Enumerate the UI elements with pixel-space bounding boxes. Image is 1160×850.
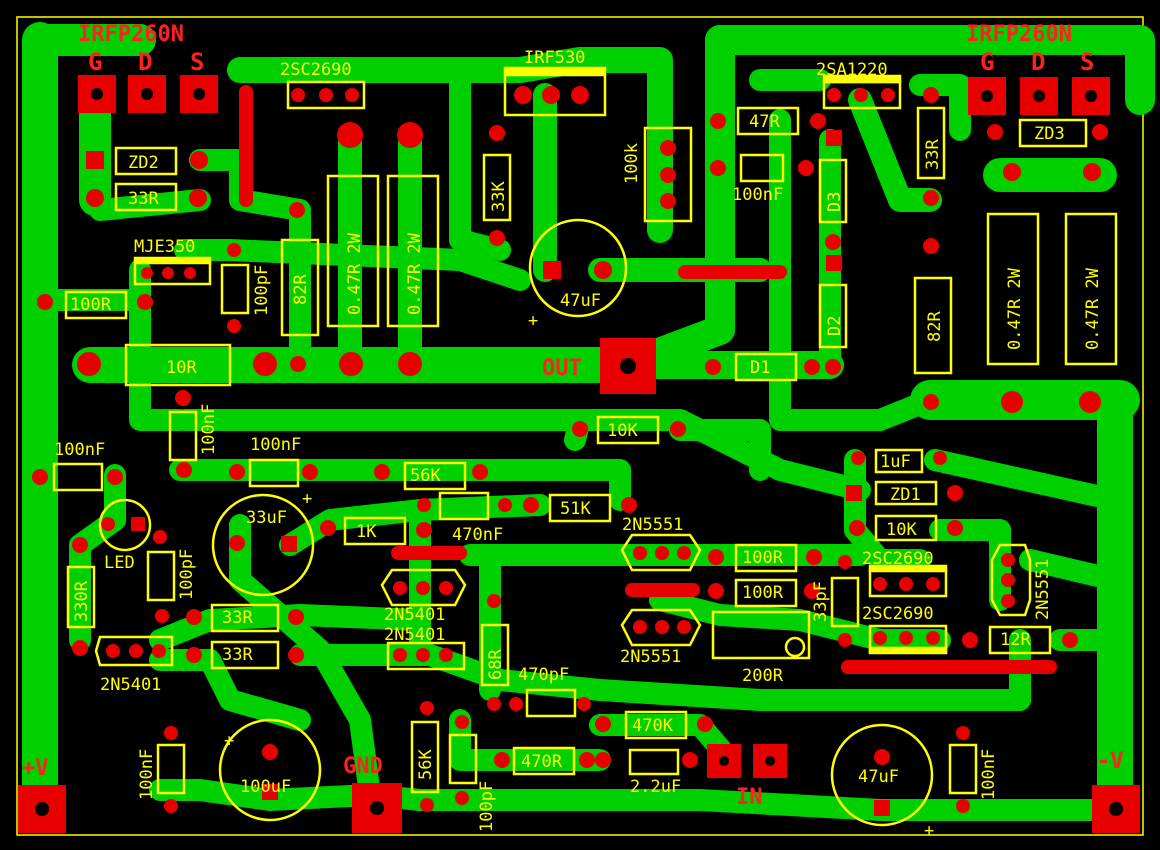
label-zd1: ZD1 <box>890 485 921 505</box>
label-51k: 51K <box>560 499 591 519</box>
label-33r-d: 33R <box>222 645 253 665</box>
label-47uf-top: 47uF <box>560 291 601 311</box>
label-33uf: 33uF <box>246 508 287 528</box>
label-12r: 12R <box>1000 630 1031 650</box>
pin-s-right: S <box>1080 48 1094 76</box>
label-2n5551-c: 2N5551 <box>1033 559 1053 620</box>
vminus-label: -V <box>1097 749 1124 774</box>
label-100pf-b: 100pF <box>177 549 197 600</box>
label-10k-top: 10K <box>607 421 638 441</box>
label-zd3: ZD3 <box>1034 124 1065 144</box>
jumpers <box>239 85 1057 674</box>
pin-g-right: G <box>980 48 994 76</box>
label-d3: D3 <box>825 192 845 212</box>
label-200r: 200R <box>742 666 784 686</box>
label-33pf: 33pF <box>811 581 831 622</box>
label-100nf-b: 100nF <box>199 404 219 455</box>
label-470k: 470K <box>632 716 674 736</box>
plus-mark-100uf: + <box>224 731 234 751</box>
label-100k: 100k <box>622 143 642 184</box>
label-33r-left: 33R <box>128 189 159 209</box>
pin-d-right: D <box>1031 48 1045 76</box>
plus-mark-47uf-bottom: + <box>924 821 934 841</box>
label-100r-left: 100R <box>70 295 112 315</box>
label-1k: 1K <box>356 522 377 542</box>
label-2sc2690-b: 2SC2690 <box>862 604 934 624</box>
label-d2: D2 <box>825 316 845 336</box>
label-2n5401-a: 2N5401 <box>384 605 445 625</box>
label-2n5401-c: 2N5401 <box>100 675 161 695</box>
label-047r-c: 0.47R 2W <box>1005 267 1025 350</box>
label-82r-right: 82R <box>925 311 945 342</box>
label-10r: 10R <box>166 358 197 378</box>
label-33r-c: 33R <box>222 608 253 628</box>
component-pads <box>32 86 1108 816</box>
label-2n5551-a: 2N5551 <box>622 515 683 535</box>
in-label: IN <box>736 785 763 810</box>
label-047r-b: 0.47R 2W <box>405 232 425 315</box>
gnd-label: GND <box>343 754 383 779</box>
label-1uf: 1uF <box>880 452 911 472</box>
label-470nf: 470nF <box>452 525 503 545</box>
label-led: LED <box>104 553 135 573</box>
label-100pf-c: 100pF <box>477 781 497 832</box>
label-100nf-top: 100nF <box>732 185 783 205</box>
board-outline <box>16 16 1144 836</box>
label-56k-b: 56K <box>416 749 436 780</box>
label-100nf-e: 100nF <box>979 749 999 800</box>
label-47r: 47R <box>749 112 780 132</box>
label-56k-a: 56K <box>410 466 441 486</box>
label-mje350: MJE350 <box>134 237 195 257</box>
label-33r-right: 33R <box>923 139 943 170</box>
label-82r-left: 82R <box>291 274 311 305</box>
label-470r: 470R <box>521 752 563 772</box>
label-2sa1220: 2SA1220 <box>816 60 888 80</box>
pin-g-left: G <box>88 48 102 76</box>
label-100nf-d: 100nF <box>137 749 157 800</box>
label-100uf: 100uF <box>240 777 291 797</box>
label-d1: D1 <box>750 358 770 378</box>
connector-pads <box>18 75 1140 833</box>
label-470pf: 470pF <box>518 665 569 685</box>
label-2sc2690-top: 2SC2690 <box>280 60 352 80</box>
label-2-2uf: 2.2uF <box>630 777 681 797</box>
plus-mark-47uf-top: + <box>528 311 538 331</box>
pin-d-left: D <box>138 48 152 76</box>
label-2n5551-b: 2N5551 <box>620 647 681 667</box>
silkscreen-outlines <box>52 66 1118 827</box>
label-68r: 68R <box>486 649 506 680</box>
label-10k-right: 10K <box>886 520 917 540</box>
label-100r-b: 100R <box>742 583 784 603</box>
out-label: OUT <box>542 356 582 381</box>
label-100nf-c: 100nF <box>250 435 301 455</box>
pin-s-left: S <box>190 48 204 76</box>
plus-mark-33uf: + <box>302 489 312 509</box>
label-irf530: IRF530 <box>524 48 585 68</box>
label-100r-a: 100R <box>742 548 784 568</box>
label-047r-a: 0.47R 2W <box>345 232 365 315</box>
mosfet-right-label: IRFP260N <box>966 22 1072 47</box>
label-047r-d: 0.47R 2W <box>1083 267 1103 350</box>
label-47uf-bottom: 47uF <box>858 767 899 787</box>
vplus-label: +V <box>22 756 49 781</box>
label-2sc2690-a: 2SC2690 <box>862 549 934 569</box>
label-100pf-a: 100pF <box>252 265 272 316</box>
label-330r: 330R <box>72 580 92 622</box>
label-zd2: ZD2 <box>128 153 159 173</box>
label-100nf-left: 100nF <box>54 440 105 460</box>
mosfet-left-label: IRFP260N <box>78 22 184 47</box>
silkscreen-labels: IRFP260N IRFP260N G D S G D S OUT GND IN… <box>22 22 1124 841</box>
label-2n5401-b: 2N5401 <box>384 625 445 645</box>
label-33k: 33K <box>489 181 509 212</box>
